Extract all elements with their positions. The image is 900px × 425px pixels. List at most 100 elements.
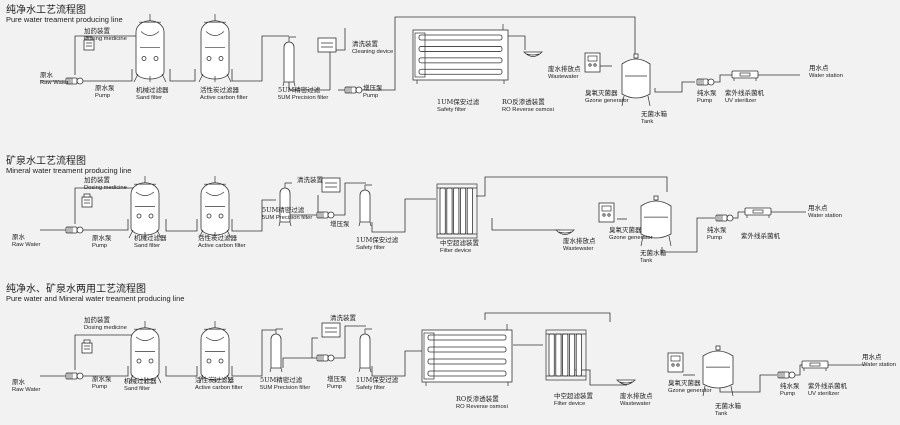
ozone-panel <box>670 355 681 362</box>
pump-head <box>788 371 796 379</box>
wastewater-basin-icon <box>616 379 636 385</box>
pressure-vessel-icon <box>128 321 162 384</box>
uv-sterilizer-icon <box>801 360 829 371</box>
label-en: Dosing medicine <box>84 325 127 331</box>
label-cn: 加药装置 <box>84 26 111 35</box>
tank-body <box>621 58 651 99</box>
pipe <box>712 74 800 83</box>
label-en: Pump <box>95 93 110 99</box>
cartridge-filter-icon <box>358 184 372 227</box>
ro-membrane <box>427 334 507 341</box>
ultrafilter-icon <box>436 183 478 239</box>
pump-head <box>726 214 734 222</box>
label-en: Filter device <box>554 401 585 407</box>
uv-sterilizer-icon <box>731 70 759 81</box>
ozone-cabinet <box>598 202 615 223</box>
vessel-legs <box>198 374 232 384</box>
ro-membrane <box>427 370 507 377</box>
label-en: Pump <box>707 235 722 241</box>
uv-housing <box>744 207 772 216</box>
label-cn: RO反渗透装置 <box>456 394 499 403</box>
uv-window <box>739 72 751 77</box>
ozone-knob <box>602 213 606 217</box>
pump-fins <box>779 372 785 378</box>
ozone-knob <box>593 63 597 67</box>
sterile-tank-icon <box>640 195 672 247</box>
label-cn: 原水泵 <box>92 233 112 242</box>
label-en: Active carbon filter <box>200 95 248 101</box>
pressure-vessel-icon <box>128 176 162 239</box>
label-cn: 1UM保安过滤 <box>437 97 480 106</box>
pipe <box>371 198 436 233</box>
cleaning-tank-icon <box>317 37 337 53</box>
vessel-pipework <box>204 328 226 352</box>
tank-manhole <box>633 53 639 59</box>
uf-module <box>562 333 569 377</box>
label-cn: RO反渗透装置 <box>502 97 545 106</box>
vessel-valve <box>136 213 142 219</box>
pipe <box>311 337 318 358</box>
vessel-valve <box>206 358 212 364</box>
pump-fins <box>318 212 324 218</box>
label-en: Dosing medicine <box>84 185 127 191</box>
pipe <box>326 325 366 359</box>
section-title-cn: 纯净水、矿泉水两用工艺流程图 <box>6 282 146 295</box>
label-cn: 5UM精密过滤 <box>260 375 303 384</box>
pipe <box>575 369 627 386</box>
pipe <box>169 69 196 82</box>
vessel-valve <box>218 213 224 219</box>
cartridge-outlet <box>364 184 372 190</box>
label-cn: 原水 <box>12 377 26 386</box>
ro-membrane <box>427 346 507 353</box>
label-en: Active carbon filter <box>195 385 243 391</box>
tank-manhole <box>715 345 721 351</box>
vessel-legs <box>128 374 162 384</box>
label-en: Filter device <box>440 248 471 254</box>
vessel-valve <box>148 213 154 219</box>
pump-head <box>76 372 84 380</box>
cartridge-outlet <box>275 328 283 334</box>
pump-fins <box>717 215 723 221</box>
uv-housing <box>801 360 829 369</box>
vessel-valve <box>206 56 212 61</box>
pipe <box>491 218 561 231</box>
uf-module <box>569 333 576 377</box>
label-cn: 紫外线杀菌机 <box>725 88 765 97</box>
label-cn: 原水泵 <box>92 374 112 383</box>
pressure-vessel-icon <box>198 176 232 239</box>
dosing-cap <box>83 193 91 198</box>
label-cn: 用水点 <box>808 203 828 212</box>
uv-feet <box>803 368 827 371</box>
label-en: Water station <box>862 362 896 368</box>
tank-body <box>702 350 734 389</box>
skid-pipes <box>416 24 505 84</box>
label-cn: 加药装置 <box>84 175 111 184</box>
dosing-lines <box>84 199 90 204</box>
label-en: Raw Water <box>40 80 69 86</box>
vessel-valve <box>141 56 147 61</box>
label-en: Water station <box>808 213 842 219</box>
pump-icon <box>316 354 335 362</box>
cleaning-tank-icon <box>321 322 341 338</box>
ro-membrane <box>418 57 503 64</box>
basin-water <box>558 231 572 234</box>
dosing-cap <box>85 36 93 41</box>
uv-housing <box>731 70 759 79</box>
uv-feet <box>746 215 770 218</box>
ozone-panel <box>587 55 598 62</box>
label-cn: 紫外线杀菌机 <box>741 231 781 240</box>
ozone-knob <box>671 363 675 367</box>
section-title-cn: 纯净水工艺流程图 <box>6 3 86 16</box>
label-cn: 清洗装置 <box>297 175 324 184</box>
label-en: Gzone generator <box>609 235 653 241</box>
label-cn: 机械过滤器 <box>124 376 157 385</box>
pump-head <box>707 78 715 86</box>
cartridge-filter-icon <box>269 328 283 373</box>
skid-panel <box>423 332 435 380</box>
pipe <box>165 366 198 377</box>
ro-membrane <box>418 68 503 75</box>
uf-module <box>466 187 473 235</box>
ozone-cabinet <box>667 352 684 373</box>
